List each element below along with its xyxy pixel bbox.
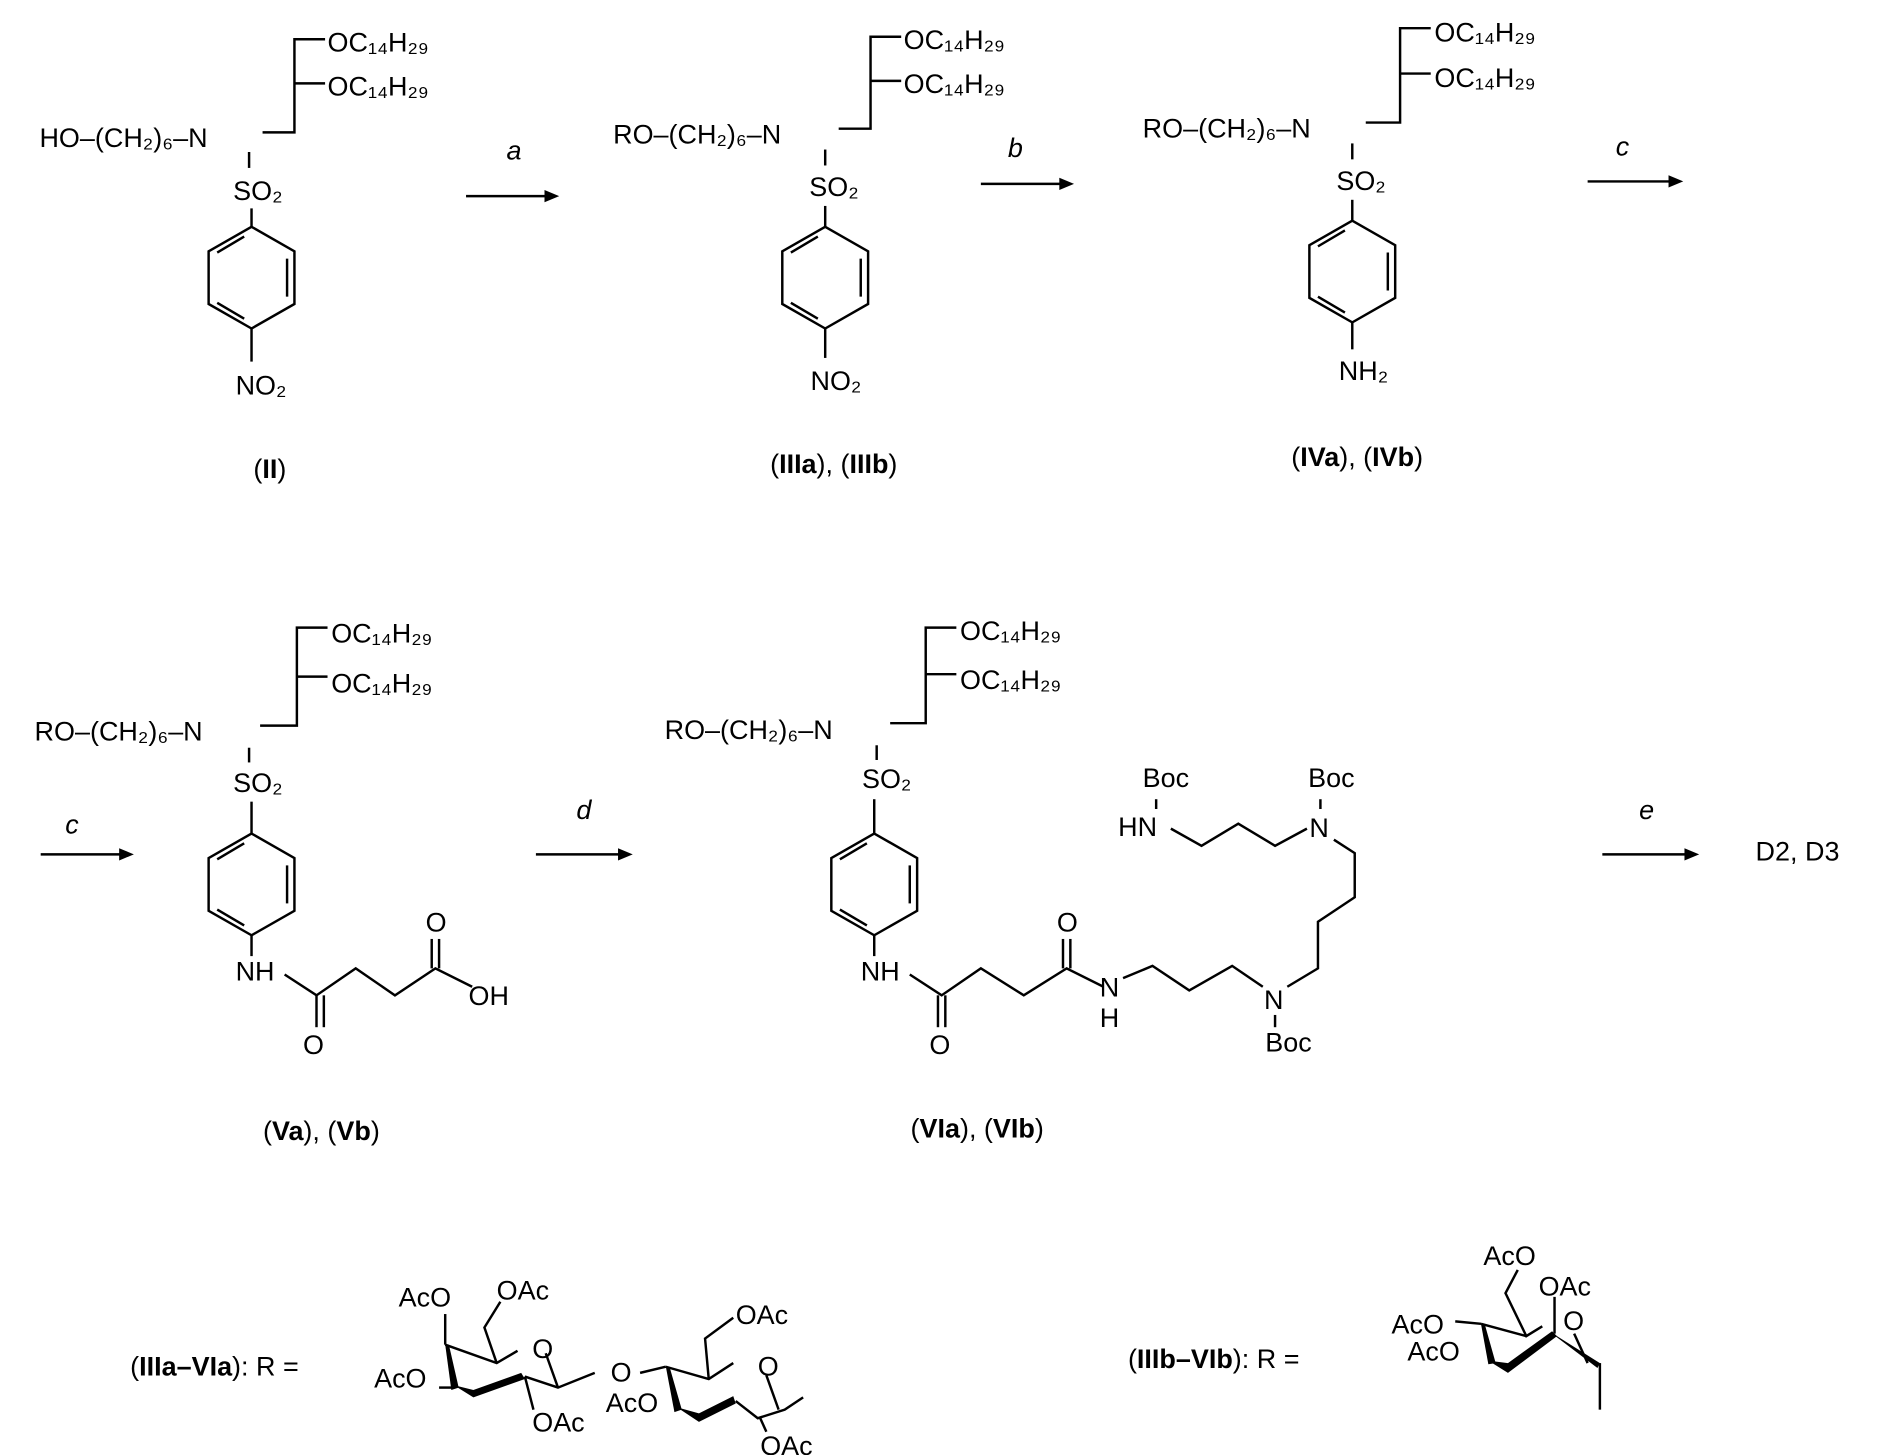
benzene-ring <box>207 225 296 330</box>
monosaccharide-structure: AcO OAc O AcO AcO <box>1392 1241 1602 1410</box>
tetradecyloxy-2: OC₁₄H₂₉ <box>1434 63 1535 93</box>
disaccharide-structure: AcO OAc O AcO OAc O OAc O AcO OAc <box>374 1275 813 1455</box>
compound-label: (IIIa), (IIIb) <box>770 449 897 479</box>
acetoxy: OAc <box>1539 1272 1591 1302</box>
compound-label: (IVa), (IVb) <box>1291 442 1423 472</box>
tetradecyloxy-1: OC₁₄H₂₉ <box>960 616 1061 646</box>
ring-oxygen: O <box>1563 1306 1584 1336</box>
acetoxy: AcO <box>374 1364 426 1394</box>
sulfonyl: SO₂ <box>233 768 282 798</box>
reagent-label: e <box>1639 795 1654 825</box>
r-group-definition-b: (IIIb–VIb): R = AcO OAc O AcO AcO <box>1128 1241 1602 1410</box>
boc-group-2: Boc <box>1308 763 1354 793</box>
chain-left: HO–(CH₂)₆–N <box>39 123 207 153</box>
tetradecyloxy-1: OC₁₄H₂₉ <box>904 25 1005 55</box>
compound-label: (Va), (Vb) <box>263 1116 380 1146</box>
r-label-b: (IIIb–VIb): R = <box>1128 1344 1300 1374</box>
reagent-label: c <box>65 810 79 840</box>
nitro-group: NO₂ <box>236 371 287 401</box>
tetradecyloxy-1: OC₁₄H₂₉ <box>328 27 429 57</box>
acetoxy: AcO <box>399 1283 451 1313</box>
chain-left: RO–(CH₂)₆–N <box>35 716 203 746</box>
amide-oxygen-1: O <box>929 1030 950 1060</box>
reaction-arrow-c: c <box>1587 132 1684 188</box>
compound-V: RO–(CH₂)₆–N OC₁₄H₂₉ OC₁₄H₂₉ SO₂ NH O O O… <box>35 618 509 1146</box>
acid-oxygen: O <box>426 908 447 938</box>
tetradecyloxy-2: OC₁₄H₂₉ <box>904 69 1005 99</box>
amide-h: H <box>1100 1003 1119 1033</box>
amide-oxygen: O <box>303 1030 324 1060</box>
anilide-nh: NH <box>236 957 275 987</box>
final-products: D2, D3 <box>1756 836 1840 866</box>
acetoxy: OAc <box>736 1300 788 1330</box>
chain-left: RO–(CH₂)₆–N <box>1143 113 1311 143</box>
acetoxy: AcO <box>606 1388 658 1418</box>
tetradecyloxy-2: OC₁₄H₂₉ <box>960 665 1061 695</box>
r-label-a: (IIIa–VIa): R = <box>130 1351 299 1381</box>
tetradecyloxy-1: OC₁₄H₂₉ <box>1434 18 1535 48</box>
acetoxy: OAc <box>532 1408 584 1438</box>
amine-n-top: N <box>1309 813 1328 843</box>
r-group-definition-a: (IIIa–VIa): R = AcO OAc O AcO OA <box>130 1275 812 1455</box>
acetoxy: AcO <box>1407 1337 1459 1367</box>
boc-group-1: Boc <box>1265 1028 1311 1058</box>
chain-left: RO–(CH₂)₆–N <box>665 715 833 745</box>
sulfonyl: SO₂ <box>862 764 911 794</box>
acetoxy: AcO <box>1392 1310 1444 1340</box>
amide-oxygen-2: O <box>1057 908 1078 938</box>
amino-group: NH₂ <box>1339 356 1388 386</box>
compound-III: RO–(CH₂)₆–N OC₁₄H₂₉ OC₁₄H₂₉ SO₂ NO₂ (III… <box>613 25 1005 479</box>
benzene-ring <box>830 832 919 937</box>
reagent-label: a <box>506 135 521 165</box>
tetradecyloxy-1: OC₁₄H₂₉ <box>331 618 432 648</box>
glycosidic-oxygen: O <box>611 1357 632 1387</box>
chain-left: RO–(CH₂)₆–N <box>613 119 781 149</box>
tetradecyloxy-2: OC₁₄H₂₉ <box>328 72 429 102</box>
reaction-arrow-d: d <box>535 795 633 861</box>
boc-group-3: Boc <box>1143 763 1189 793</box>
reagent-label: b <box>1008 133 1023 163</box>
reaction-arrow-e: e <box>1602 795 1700 861</box>
benzene-ring <box>781 225 870 330</box>
acid-hydroxyl: OH <box>468 981 508 1011</box>
compound-II: HO–(CH₂)₆–N OC₁₄H₂₉ OC₁₄H₂₉ SO₂ NO₂ (II) <box>39 27 428 484</box>
sulfonyl: SO₂ <box>1336 166 1385 196</box>
reagent-label: d <box>576 795 592 825</box>
benzene-ring <box>207 832 296 937</box>
acetoxy: OAc <box>497 1275 549 1305</box>
sulfonyl: SO₂ <box>809 172 858 202</box>
tetradecyloxy-2: OC₁₄H₂₉ <box>331 669 432 699</box>
compound-label: (II) <box>253 454 286 484</box>
compound-IV: RO–(CH₂)₆–N OC₁₄H₂₉ OC₁₄H₂₉ SO₂ NH₂ (IVa… <box>1143 18 1536 472</box>
reaction-arrow-b: b <box>980 133 1075 190</box>
ring-oxygen: O <box>532 1334 553 1364</box>
ring-oxygen: O <box>758 1351 779 1381</box>
compound-VI: RO–(CH₂)₆–N OC₁₄H₂₉ OC₁₄H₂₉ SO₂ NH O O N… <box>665 616 1356 1144</box>
reaction-arrow-c-continued: c <box>40 810 134 861</box>
carbamate-hn: HN <box>1118 812 1157 842</box>
sulfonyl: SO₂ <box>233 176 282 206</box>
reagent-label: c <box>1616 132 1630 162</box>
reaction-arrow-a: a <box>466 135 560 203</box>
compound-label: (VIa), (VIb) <box>911 1114 1044 1144</box>
acetoxy: AcO <box>1483 1241 1535 1271</box>
amide-n: N <box>1100 973 1119 1003</box>
benzene-ring <box>1308 219 1397 324</box>
amine-n-boc: N <box>1264 985 1283 1015</box>
acetoxy: OAc <box>760 1431 812 1455</box>
nitro-group: NO₂ <box>810 366 861 396</box>
anilide-nh: NH <box>861 957 900 987</box>
